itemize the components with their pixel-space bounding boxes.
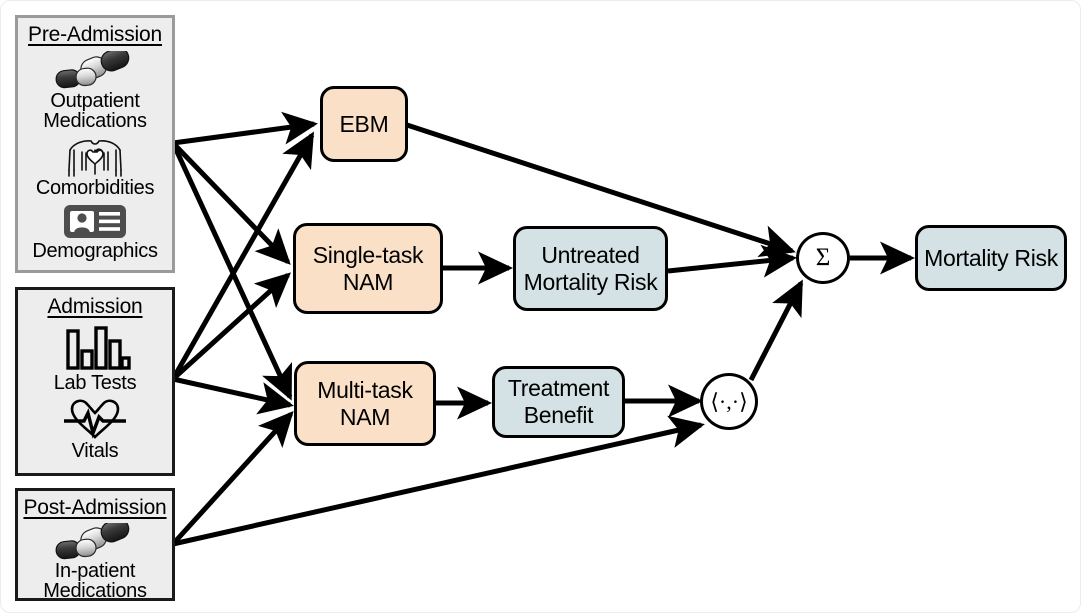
node-label-treatment-benefit-line2: Benefit: [523, 402, 594, 428]
torso-organs-icon: [60, 136, 130, 178]
node-sum-operator[interactable]: Σ: [796, 232, 850, 284]
feature-label-demographics: Demographics: [32, 240, 158, 263]
node-mortality-risk[interactable]: Mortality Risk: [915, 225, 1067, 291]
feature-label-outpatient-medications-line2: Medications: [43, 110, 147, 133]
node-label-single-task-nam-line2: NAM: [342, 268, 394, 295]
edge-pre-admission-to-multi-task-nam: [170, 141, 293, 401]
node-label-multi-task-nam-line1: Multi-task: [317, 376, 413, 403]
node-label-untreated-mortality-risk-line2: Mortality Risk: [523, 268, 658, 295]
sigma-icon: Σ: [815, 244, 831, 271]
pills-icon: [52, 523, 138, 561]
group-title-post-admission: Post-Admission: [23, 496, 167, 519]
feature-demographics: Demographics: [32, 201, 158, 263]
input-group-admission[interactable]: Admission Lab Tests: [15, 287, 175, 476]
input-group-post-admission[interactable]: Post-Admission In-patient Medications: [15, 488, 175, 603]
edge-admission-to-multi-task-nam: [172, 376, 294, 415]
node-label-untreated-mortality-risk-line1: Untreated: [541, 241, 640, 268]
edge-pre-admission-to-single-task-nam: [171, 141, 291, 265]
node-label-multi-task-nam-line2: NAM: [339, 403, 391, 430]
feature-label-vitals: Vitals: [71, 440, 119, 463]
feature-inpatient-medications: In-patient Medications: [43, 523, 147, 603]
edge-post-admission-to-inner-product: [172, 415, 705, 547]
group-title-pre-admission: Pre-Admission: [28, 23, 162, 46]
feature-outpatient-medications: Outpatient Medications: [43, 51, 147, 133]
edge-inner-product-to-sum-operator: [748, 279, 804, 382]
edge-untreated-mortality-risk-to-sum-operator: [667, 244, 797, 278]
feature-label-lab-tests: Lab Tests: [53, 372, 137, 394]
pills-icon: [52, 51, 138, 91]
inner-product-icon: ⟨·,·⟩: [710, 388, 748, 414]
node-single-task-nam[interactable]: Single-task NAM: [293, 223, 443, 314]
feature-comorbidities: Comorbidities: [36, 136, 154, 198]
node-inner-product-operator[interactable]: ⟨·,·⟩: [700, 373, 758, 430]
feature-lab-tests: Lab Tests: [54, 325, 137, 393]
node-multi-task-nam[interactable]: Multi-task NAM: [294, 361, 436, 446]
feature-label-comorbidities: Comorbidities: [35, 176, 155, 199]
node-label-single-task-nam-line1: Single-task: [312, 241, 424, 268]
bar-chart-icon: [59, 325, 131, 373]
edge-post-admission-to-multi-task-nam: [171, 411, 294, 546]
heart-pulse-icon: [56, 395, 134, 441]
edge-admission-to-single-task-nam: [171, 272, 291, 381]
node-label-mortality-risk: Mortality Risk: [924, 244, 1058, 271]
feature-label-inpatient-medications-line1: In-patient: [54, 560, 136, 582]
feature-label-outpatient-medications-line1: Outpatient: [50, 90, 140, 112]
edge-admission-to-ebm: [170, 131, 315, 381]
node-label-treatment-benefit-line1: Treatment: [507, 375, 610, 402]
node-ebm[interactable]: EBM: [320, 86, 408, 162]
feature-label-inpatient-medications-line2: Medications: [43, 580, 147, 603]
node-treatment-benefit[interactable]: Treatment Benefit: [492, 366, 625, 438]
id-card-icon: [61, 201, 129, 241]
node-label-ebm: EBM: [339, 110, 389, 137]
feature-vitals: Vitals: [56, 395, 134, 463]
edge-pre-admission-to-ebm: [172, 111, 318, 146]
input-group-pre-admission[interactable]: Pre-Admission: [15, 15, 175, 273]
group-title-admission: Admission: [47, 295, 143, 318]
node-untreated-mortality-risk[interactable]: Untreated Mortality Risk: [513, 226, 668, 311]
